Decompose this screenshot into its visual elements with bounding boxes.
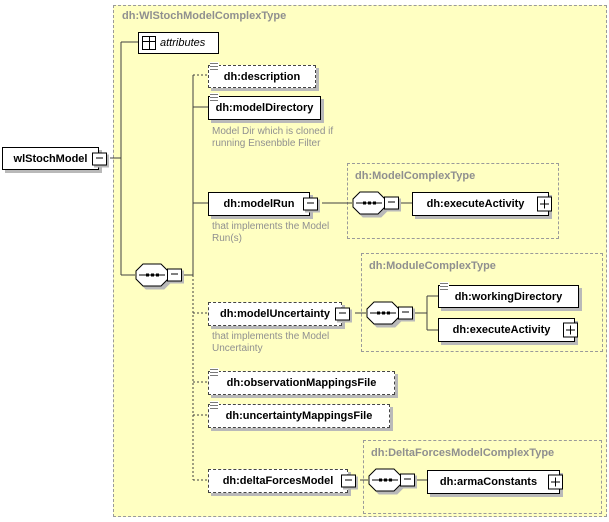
complextype-title: dh:WlStochModelComplexType: [122, 10, 287, 22]
collapse-icon[interactable]: [384, 196, 399, 210]
element-label: dh:modelDirectory: [215, 102, 314, 114]
annotation-modeluncertainty: that implements the Model Uncertainty: [212, 331, 330, 354]
collapse-icon[interactable]: [92, 152, 107, 165]
group-model-complextype-title: dh:ModelComplexType: [355, 170, 476, 182]
element-uncertaintymappingsfile[interactable]: dh:uncertaintyMappingsFile: [208, 401, 390, 428]
group-deltaforces-complextype: [363, 440, 602, 514]
element-label: dh:modelUncertainty: [219, 308, 330, 320]
element-executeactivity-moduleuncertainty[interactable]: dh:executeActivity: [438, 318, 578, 342]
element-observationmappingsfile[interactable]: dh:observationMappingsFile: [208, 368, 395, 395]
element-label: dh:description: [223, 70, 301, 83]
text-content-icon: [440, 282, 449, 292]
element-label: dh:executeActivity: [426, 198, 525, 210]
element-workingdirectory[interactable]: dh:workingDirectory: [438, 282, 579, 308]
annotation-modelrun: that implements the Model Run(s): [212, 221, 330, 244]
element-label: dh:uncertaintyMappingsFile: [225, 410, 373, 422]
element-description[interactable]: dh:description: [208, 62, 316, 88]
element-label: dh:armaConstants: [439, 476, 538, 488]
element-modeldirectory[interactable]: dh:modelDirectory: [208, 93, 321, 120]
expand-icon[interactable]: [537, 196, 552, 212]
group-model-complextype: [347, 163, 559, 239]
sequence-compositor[interactable]: [352, 191, 399, 215]
element-label: dh:modelRun: [223, 198, 295, 210]
text-content-icon: [210, 62, 219, 72]
element-wlstochmodel[interactable]: wlStochModel: [2, 147, 107, 170]
collapse-icon[interactable]: [400, 473, 415, 487]
element-label: dh:deltaForcesModel: [222, 475, 334, 487]
element-label: dh:executeActivity: [452, 324, 551, 336]
element-label: dh:observationMappingsFile: [226, 377, 377, 389]
group-deltaforces-complextype-title: dh:DeltaForcesModelComplexType: [371, 447, 555, 459]
attributes-label: attributes: [160, 37, 206, 49]
attributes-box[interactable]: attributes: [138, 32, 219, 54]
element-label: wlStochModel: [13, 152, 88, 165]
element-executeactivity-modelrun[interactable]: dh:executeActivity: [412, 192, 552, 216]
expand-icon[interactable]: [563, 322, 578, 338]
collapse-icon[interactable]: [341, 474, 356, 488]
annotation-modeldirectory: Model Dir which is cloned if running Ens…: [212, 126, 334, 149]
element-modeluncertainty[interactable]: dh:modelUncertainty: [208, 302, 350, 326]
text-content-icon: [210, 401, 219, 411]
collapse-icon[interactable]: [167, 268, 182, 282]
sequence-compositor[interactable]: [366, 301, 413, 325]
group-module-complextype: [361, 253, 603, 352]
attributes-icon: [142, 36, 156, 50]
text-content-icon: [210, 93, 219, 103]
collapse-icon[interactable]: [303, 197, 318, 211]
collapse-icon[interactable]: [398, 306, 413, 320]
collapse-icon[interactable]: [335, 307, 350, 321]
group-module-complextype-title: dh:ModuleComplexType: [369, 260, 496, 272]
sequence-compositor[interactable]: [135, 263, 182, 287]
complextype-container: [113, 5, 607, 517]
expand-icon[interactable]: [548, 474, 563, 490]
element-modelrun[interactable]: dh:modelRun: [208, 192, 318, 216]
element-deltaforcesmodel[interactable]: dh:deltaForcesModel: [208, 469, 356, 493]
sequence-compositor[interactable]: [368, 468, 415, 492]
element-armaconstants[interactable]: dh:armaConstants: [427, 470, 563, 494]
element-label: dh:workingDirectory: [454, 290, 563, 303]
text-content-icon: [210, 368, 219, 378]
